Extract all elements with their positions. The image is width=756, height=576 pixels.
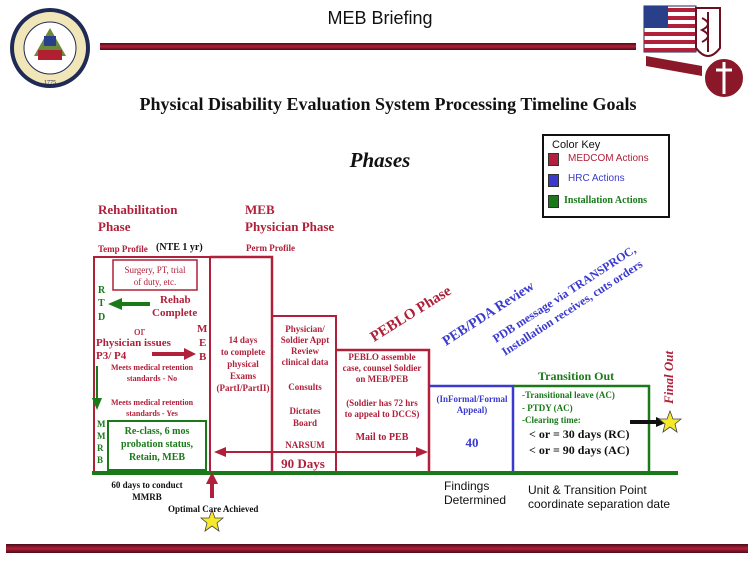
findings-1: Findings — [444, 479, 490, 493]
temp-profile: Temp Profile — [98, 244, 148, 254]
peb-days: 40 — [465, 435, 479, 450]
informal-1: (InFormal/Formal — [436, 394, 508, 404]
consults-label: Consults — [288, 382, 322, 392]
transition-item-clearing: -Clearing time: — [522, 415, 581, 425]
physician-issues: Physician issues — [96, 337, 171, 349]
medcom-logo — [642, 4, 746, 102]
transition-item-leave: -Transitional leave (AC) — [522, 390, 615, 400]
color-key-installation: Installation Actions — [564, 195, 648, 206]
peblo-72hrs-line: to appeal to DCCS) — [344, 409, 420, 419]
narsum-label: NARSUM — [285, 440, 325, 450]
physician-appt-line: clinical data — [281, 357, 329, 367]
surgery-text-2: of duty, etc. — [133, 277, 177, 287]
days14-block: 14 days to complete physical Exams (Part… — [213, 334, 273, 394]
meb-title-1: MEB — [245, 202, 275, 217]
installation-swatch — [548, 195, 559, 208]
days14-line: (PartI/PartII) — [216, 383, 270, 393]
dictates-2: Board — [292, 418, 317, 428]
main-title: Physical Disability Evaluation System Pr… — [139, 94, 637, 114]
rehab-title-1: Rehabilitation — [98, 202, 178, 217]
peblo-phase-line — [336, 348, 431, 472]
meets-yes-2: standards - Yes — [126, 409, 178, 418]
physician-appt-line: Physician/ — [285, 324, 325, 334]
final-out-label: Final Out — [661, 351, 676, 405]
days14-line: to complete — [220, 347, 266, 357]
sixty-days-1: 60 days to conduct — [111, 480, 183, 490]
reclass-text-3: Retain, MEB — [128, 452, 186, 463]
final-out-star — [657, 409, 683, 433]
surgery-box — [112, 259, 198, 291]
rehab-title-2: Phase — [98, 219, 131, 234]
meb-title-2: Physician Phase — [245, 219, 335, 234]
days14-line: physical — [227, 359, 259, 369]
peblo-assemble-block: PEBLO assemble case, counsel Soldier on … — [334, 352, 430, 385]
peblo-assemble-line: on MEB/PEB — [355, 374, 409, 384]
optimal-care-star — [199, 508, 225, 532]
army-seal-logo: 1775 — [8, 6, 92, 90]
findings-2: Determined — [444, 493, 507, 507]
physician-appt-block: Physician/ Soldier Appt Review clinical … — [274, 324, 336, 368]
peblo-72hrs-line: (Soldier has 72 hrs — [346, 398, 418, 408]
or-label: or — [134, 323, 145, 338]
mmrb-r: R — [97, 443, 104, 453]
header-rule — [100, 43, 636, 50]
color-key-medcom: MEDCOM Actions — [568, 153, 649, 164]
meb-e: E — [199, 337, 207, 349]
mmrb-m1: M — [97, 419, 106, 429]
rehab-complete-1: Rehab — [160, 294, 191, 306]
peblo-assemble-line: PEBLO assemble — [348, 352, 416, 362]
transition-phase-line — [513, 384, 651, 472]
transition-title: Transition Out — [538, 369, 615, 383]
color-key-hrc: HRC Actions — [568, 173, 625, 184]
color-key: Color Key MEDCOM Actions HRC Actions Ins… — [542, 134, 670, 218]
physician-appt-line: Soldier Appt — [280, 335, 330, 345]
ninety-days-label: 90 Days — [281, 456, 325, 471]
transition-rc: < or = 30 days (RC) — [529, 427, 630, 441]
meets-no-2: standards - No — [126, 374, 178, 383]
pdb-message-line2: Installation receives, cuts orders — [499, 257, 645, 359]
mail-to-peb: Mail to PEB — [355, 432, 409, 443]
peblo-assemble-line: case, counsel Soldier — [342, 363, 422, 373]
rtd-t: T — [98, 298, 105, 309]
days14-line: Exams — [229, 371, 256, 381]
reclass-text-2: probation status, — [120, 439, 194, 450]
reclass-text-1: Re-class, 6 mos — [124, 426, 190, 437]
mmrb-m2: M — [97, 431, 106, 441]
transition-ac: < or = 90 days (AC) — [529, 443, 630, 457]
rtd-r: R — [98, 285, 106, 296]
peblo-72hrs-block: (Soldier has 72 hrs to appeal to DCCS) — [334, 398, 430, 420]
meb-m: M — [197, 323, 208, 335]
meb-b: B — [199, 351, 207, 363]
optimal-care-label: Optimal Care Achieved — [168, 504, 259, 514]
color-key-title: Color Key — [552, 139, 601, 151]
physician-appt-line: Review — [291, 346, 319, 356]
perm-profile: Perm Profile — [246, 243, 296, 253]
unit-transition-1: Unit & Transition Point — [528, 483, 647, 497]
reclass-box — [107, 420, 207, 471]
rehab-complete-2: Complete — [152, 307, 198, 319]
unit-transition-2: coordinate separation date — [528, 497, 671, 511]
transition-item-ptdy: - PTDY (AC) — [522, 403, 573, 413]
meets-no-1: Meets medical retention — [110, 363, 194, 372]
medcom-swatch — [548, 153, 559, 166]
surgery-text-1: Surgery, PT, trial — [124, 265, 186, 275]
phases-heading: Phases — [349, 148, 411, 172]
p3p4: P3/ P4 — [96, 350, 127, 362]
rtd-d: D — [98, 312, 106, 323]
hrc-swatch — [548, 174, 559, 187]
informal-2: Appeal) — [456, 405, 488, 415]
meets-yes-1: Meets medical retention — [110, 398, 194, 407]
meb-phase-line — [210, 255, 274, 472]
mmrb-b: B — [97, 455, 104, 465]
nte-label: (NTE 1 yr) — [156, 242, 203, 253]
svg-text:1775: 1775 — [44, 80, 56, 86]
days14-line: 14 days — [228, 335, 258, 345]
sixty-days-2: MMRB — [132, 492, 162, 502]
physician-appt-line — [272, 315, 337, 472]
slide-title: MEB Briefing — [327, 8, 433, 28]
dictates-1: Dictates — [289, 406, 321, 416]
footer-rule — [6, 544, 748, 553]
rehab-phase-line — [93, 256, 211, 472]
